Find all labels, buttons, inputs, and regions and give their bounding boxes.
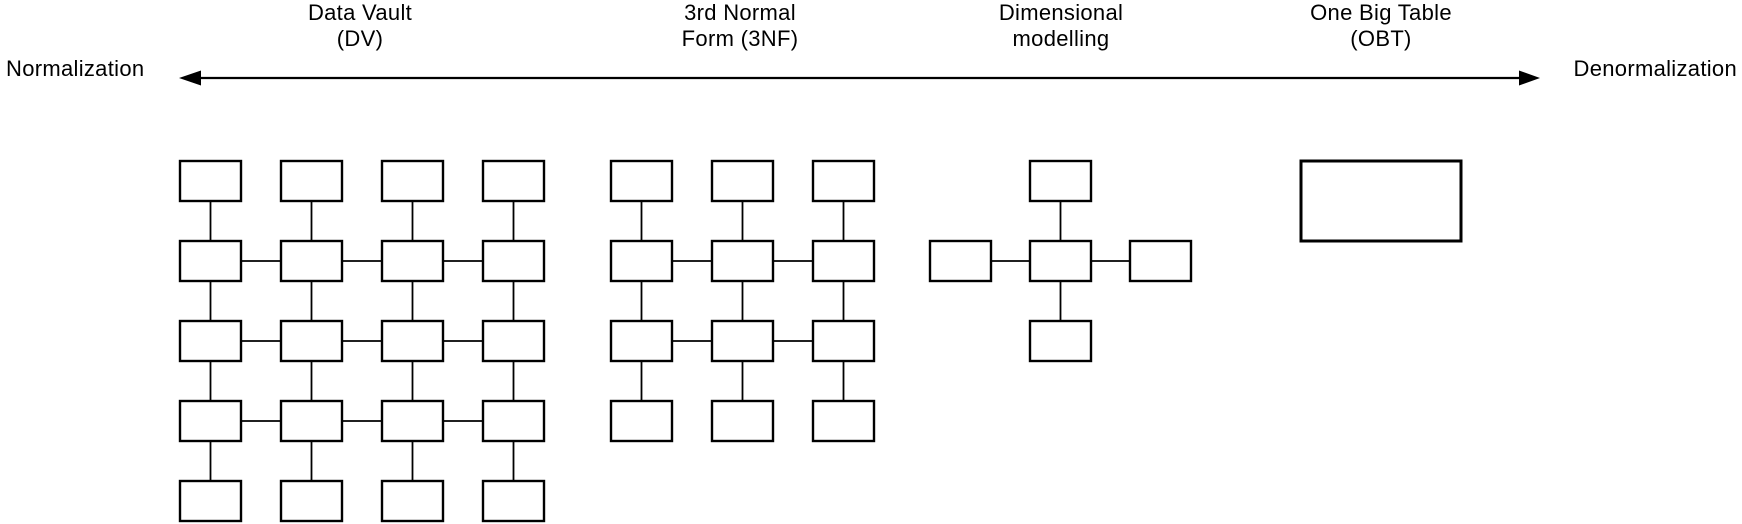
method-label-data-vault: Data Vault (DV) bbox=[308, 0, 412, 52]
method-label-line: (OBT) bbox=[1350, 26, 1412, 51]
table-box bbox=[710, 399, 775, 443]
axis-label-denormalization: Denormalization bbox=[1573, 56, 1737, 81]
method-label-one-big-table: One Big Table (OBT) bbox=[1310, 0, 1452, 52]
method-label-line: 3rd Normal bbox=[684, 0, 796, 25]
table-box bbox=[481, 319, 546, 363]
method-label-line: Dimensional bbox=[998, 0, 1124, 25]
method-label-line: Data Vault bbox=[307, 0, 413, 25]
one-big-table-schema bbox=[1299, 159, 1463, 243]
table-box bbox=[609, 399, 674, 443]
table-box bbox=[481, 399, 546, 443]
table-box bbox=[1028, 319, 1093, 363]
data-vault-schema bbox=[178, 159, 546, 523]
method-label-line: (DV) bbox=[336, 26, 384, 51]
normalization-axis-arrow bbox=[179, 70, 1540, 86]
table-box bbox=[710, 159, 775, 203]
table-box bbox=[1299, 159, 1463, 243]
table-box bbox=[279, 159, 344, 203]
table-box bbox=[710, 239, 775, 283]
table-box bbox=[811, 399, 876, 443]
table-box bbox=[380, 319, 445, 363]
table-box bbox=[380, 239, 445, 283]
table-box bbox=[1028, 159, 1093, 203]
arrowhead-right-icon bbox=[1519, 70, 1540, 86]
table-box bbox=[1128, 239, 1193, 283]
table-box bbox=[279, 399, 344, 443]
method-label-dimensional-modelling: Dimensional modelling bbox=[999, 0, 1123, 52]
table-box bbox=[279, 239, 344, 283]
table-box bbox=[279, 479, 344, 523]
table-box bbox=[380, 159, 445, 203]
table-box bbox=[811, 159, 876, 203]
table-box bbox=[178, 239, 243, 283]
table-box bbox=[178, 159, 243, 203]
table-box bbox=[178, 399, 243, 443]
table-box bbox=[811, 319, 876, 363]
method-label-third-normal-form: 3rd Normal Form (3NF) bbox=[682, 0, 799, 52]
method-label-line: One Big Table bbox=[1310, 0, 1452, 25]
schema-diagrams-layer bbox=[178, 159, 1463, 523]
method-label-line: Form (3NF) bbox=[681, 26, 799, 51]
table-box bbox=[178, 479, 243, 523]
table-box bbox=[811, 239, 876, 283]
table-box bbox=[928, 239, 993, 283]
table-box bbox=[609, 239, 674, 283]
table-box bbox=[710, 319, 775, 363]
table-box bbox=[481, 239, 546, 283]
table-box bbox=[380, 479, 445, 523]
table-box bbox=[178, 319, 243, 363]
method-label-line: modelling bbox=[1012, 26, 1110, 51]
arrowhead-left-icon bbox=[179, 70, 201, 86]
table-box bbox=[609, 159, 674, 203]
table-box bbox=[1028, 239, 1093, 283]
table-box bbox=[380, 399, 445, 443]
table-box bbox=[609, 319, 674, 363]
third-normal-form-schema bbox=[609, 159, 876, 443]
table-box bbox=[481, 159, 546, 203]
dimensional-star-schema bbox=[928, 159, 1193, 363]
table-box bbox=[481, 479, 546, 523]
axis-label-normalization: Normalization bbox=[6, 56, 145, 81]
table-box bbox=[279, 319, 344, 363]
